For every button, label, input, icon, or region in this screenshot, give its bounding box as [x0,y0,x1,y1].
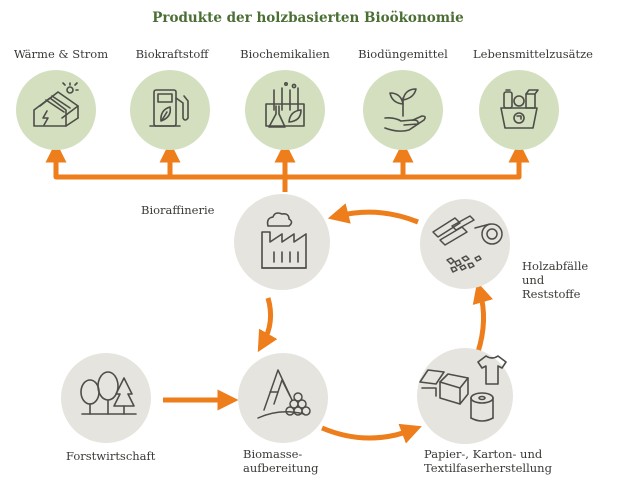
cycle-arrows [163,203,493,444]
fuel-pump-icon [149,89,189,127]
product-circle-biochemikalien [245,70,325,150]
stage-label-holzabfaelle: Holzabfälle und Reststoffe [522,259,592,301]
food-basket-icon [500,89,539,129]
product-circle-waerme-strom [16,70,96,150]
arrow-to-bioraffinerie [327,203,419,225]
solar-house-icon [33,82,79,127]
forest-trees-icon [80,371,137,415]
product-label-lebensmittelzusaetze: Lebensmittelzusätze [473,47,593,61]
arrow-papier-to-holzabfaelle [472,281,493,353]
product-circle-lebensmittel [479,70,559,150]
stage-circle-biomasse [238,353,328,443]
distribution-arrows [45,141,530,192]
seedling-hand-icon [384,88,426,132]
product-label-waerme-strom: Wärme & Strom [14,47,108,61]
stage-label-forstwirtschaft: Forstwirtschaft [66,449,156,463]
diagram-title: Produkte der holzbasierten Bioökonomie [152,10,464,26]
stage-circle-holzabfaelle [420,199,510,289]
product-label-biochemikalien: Biochemikalien [240,47,330,61]
stage-circle-forst [61,353,151,443]
stage-label-biomasse: Biomasse- aufbereitung [243,447,319,475]
product-label-biodungemittel: Biodüngemittel [358,47,448,61]
stage-circle-papier [417,348,513,444]
factory-icon [261,212,307,269]
stage-label-bioraffinerie: Bioraffinerie [141,203,215,217]
stage-label-papier: Papier-, Karton- und Textilfaserherstell… [424,447,553,475]
wood-logs-icon [432,215,503,273]
arrow-biomasse-to-papier [321,423,422,444]
product-label-biokraftstoff: Biokraftstoff [136,47,210,61]
paper-box-shirt-icon [419,355,507,422]
lab-flasks-icon [265,82,305,128]
arrow-to-biomasse [257,297,278,353]
wood-pile-icon [257,369,311,419]
